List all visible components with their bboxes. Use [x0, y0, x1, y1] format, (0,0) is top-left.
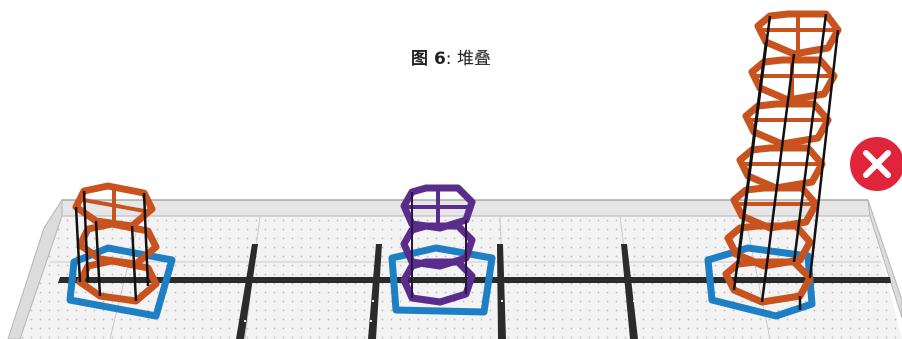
- middle-goal-base: [388, 244, 496, 316]
- caption-title: 堆叠: [456, 49, 491, 69]
- field-lines: [58, 244, 891, 339]
- right-goal-base: [704, 244, 816, 320]
- caption-separator: :: [445, 49, 457, 69]
- left-stack-posts: [74, 190, 150, 302]
- middle-ring-stack: [400, 184, 476, 306]
- field-floor: [20, 214, 902, 339]
- field-right-wall: [867, 199, 902, 319]
- middle-stack-posts: [411, 192, 467, 298]
- field-left-wall: [7, 198, 63, 339]
- error-x-icon: [850, 137, 902, 191]
- caption-label: 图 6: [411, 49, 446, 69]
- figure-caption: 图 6: 堆叠: [0, 44, 902, 69]
- right-stack-posts: [732, 13, 840, 310]
